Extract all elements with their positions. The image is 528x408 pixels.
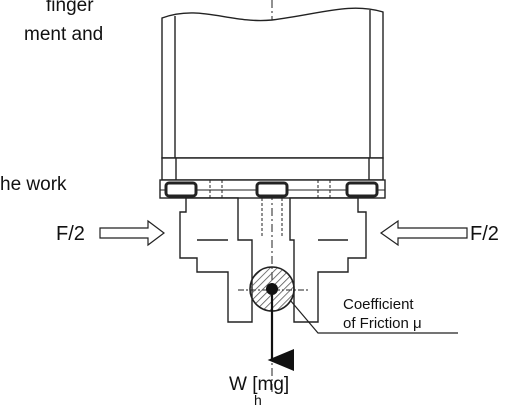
force-label-left: F/2 (56, 223, 85, 245)
roller-right (345, 181, 379, 198)
weight-label: W [mg] (229, 374, 289, 395)
friction-label-line1: Coefficient (343, 296, 414, 313)
force-label-right: F/2 (470, 223, 499, 245)
force-arrow-left (99, 219, 165, 247)
force-arrow-right (379, 219, 468, 247)
center-of-mass (266, 283, 278, 295)
friction-leader (289, 299, 458, 334)
text-fragment-finger: finger (46, 0, 94, 16)
friction-label-line2: of Friction μ (343, 315, 422, 332)
finger-left (179, 197, 253, 323)
roller-left (164, 181, 198, 198)
text-fragment-bottom: h (254, 392, 262, 408)
gripper-body (161, 7, 384, 159)
text-fragment-the-work: he work (0, 174, 67, 195)
roller-center (255, 181, 289, 198)
flange-plate (161, 157, 384, 181)
finger-right (289, 197, 367, 323)
text-fragment-ment-and: ment and (24, 24, 104, 45)
